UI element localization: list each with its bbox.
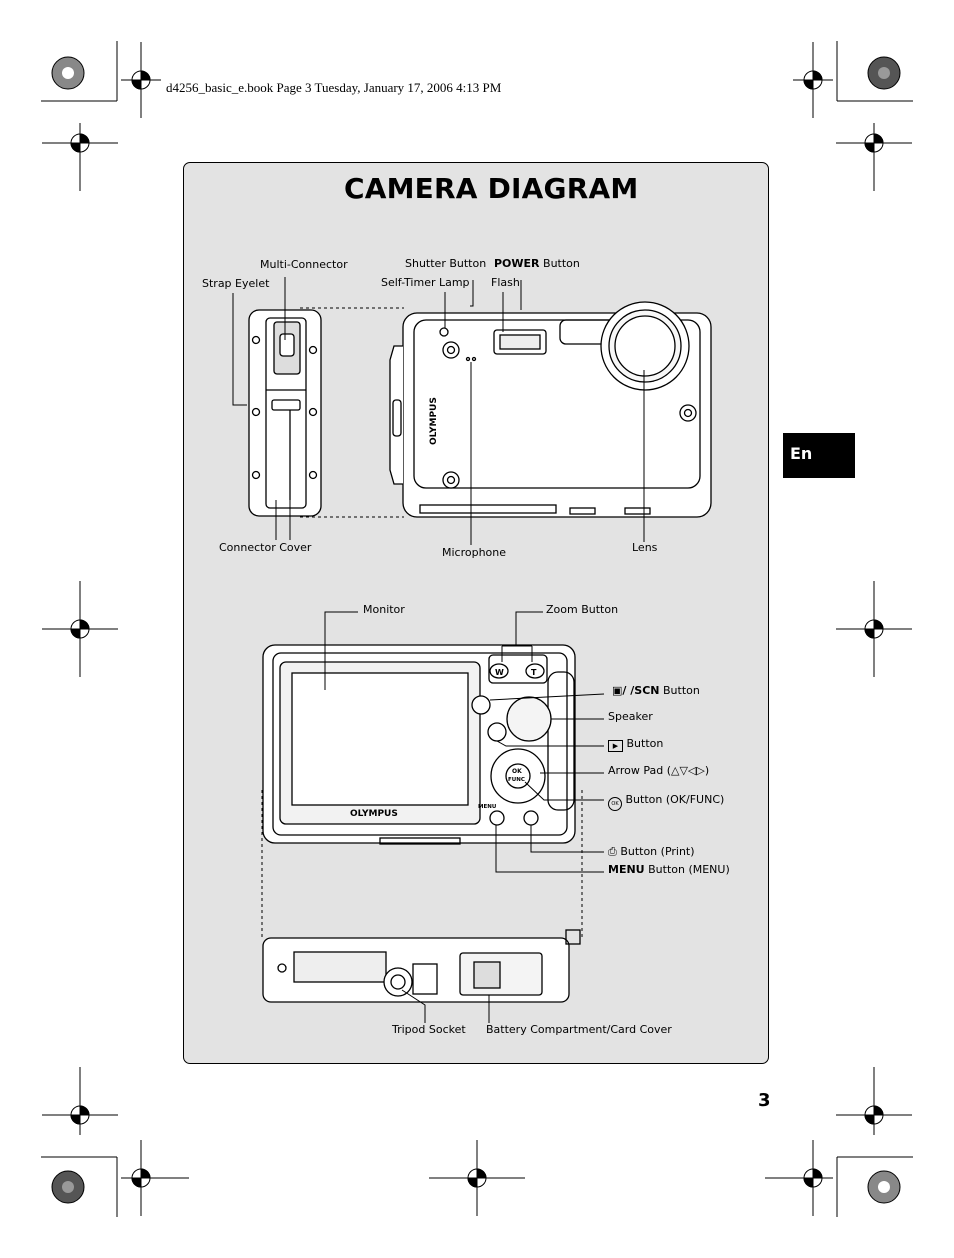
camera-bottom-view bbox=[262, 929, 581, 1003]
leader-lines bbox=[232, 277, 645, 1023]
menu-small-label: MENU bbox=[478, 804, 496, 810]
zoom-w-label: W bbox=[495, 668, 504, 677]
label-monitor: Monitor bbox=[363, 603, 405, 616]
file-info-header: d4256_basic_e.book Page 3 Tuesday, Janua… bbox=[166, 80, 502, 95]
menu-text: Button (MENU) bbox=[648, 863, 730, 876]
star-targets bbox=[51, 56, 901, 1204]
ok-func-text: Button (OK/FUNC) bbox=[625, 793, 725, 806]
power-word: POWER bbox=[494, 257, 540, 270]
print-text: Button (Print) bbox=[620, 845, 695, 858]
power-suffix: Button bbox=[543, 257, 580, 270]
label-lens: Lens bbox=[632, 541, 658, 554]
label-ok-func-button: OK Button (OK/FUNC) bbox=[608, 793, 724, 811]
registration-marks bbox=[42, 42, 912, 1216]
ok-icon: OK bbox=[608, 797, 622, 811]
shooting-icons-text: / /SCN bbox=[622, 684, 660, 697]
playback-suffix: Button bbox=[626, 737, 664, 750]
label-self-timer-lamp: Self-Timer Lamp bbox=[381, 276, 470, 289]
label-zoom-button: Zoom Button bbox=[546, 603, 619, 616]
label-speaker: Speaker bbox=[608, 710, 653, 723]
print-icon: ⎙ bbox=[608, 845, 617, 858]
label-menu-button: MENU Button (MENU) bbox=[608, 863, 730, 877]
ok-label: OK bbox=[512, 768, 522, 775]
page-title: CAMERA DIAGRAM bbox=[344, 172, 639, 205]
label-multi-connector: Multi-Connector bbox=[260, 258, 348, 271]
label-tripod-socket: Tripod Socket bbox=[392, 1023, 466, 1036]
label-battery-cover: Battery Compartment/Card Cover bbox=[486, 1023, 672, 1036]
arrow-pad-text: Arrow Pad ( bbox=[608, 764, 672, 777]
label-flash: Flash bbox=[491, 276, 520, 289]
label-shooting-button: ▣/ /SCN Button bbox=[612, 684, 700, 698]
shooting-suffix: Button bbox=[662, 684, 700, 697]
label-microphone: Microphone bbox=[442, 546, 507, 559]
label-arrow-pad: Arrow Pad (△▽◁▷) bbox=[608, 764, 709, 778]
page-number: 3 bbox=[758, 1090, 771, 1111]
playback-icon: ▶ bbox=[608, 740, 623, 752]
camera-side-view bbox=[248, 309, 322, 517]
arrow-pad-close: ) bbox=[704, 764, 710, 777]
camera-back-view bbox=[262, 644, 576, 845]
menu-word: MENU bbox=[608, 863, 645, 876]
label-strap-eyelet: Strap Eyelet bbox=[202, 277, 270, 290]
func-label: FUNC bbox=[508, 777, 525, 783]
label-connector-cover: Connector Cover bbox=[219, 541, 312, 554]
arrow-pad-icons: △▽◁▷ bbox=[671, 764, 705, 777]
back-brand-logo: OLYMPUS bbox=[350, 809, 398, 819]
label-playback-button: ▶ Button bbox=[608, 737, 663, 752]
zoom-t-label: T bbox=[531, 668, 537, 677]
label-shutter-button: Shutter Button bbox=[405, 257, 487, 270]
camera-front-view bbox=[389, 301, 712, 518]
label-print-button: ⎙ Button (Print) bbox=[608, 845, 695, 859]
language-tab: En bbox=[783, 433, 855, 478]
front-brand-logo: OLYMPUS bbox=[429, 397, 439, 445]
label-power-button: POWER Button bbox=[494, 257, 580, 271]
camera-icon: ▣ bbox=[612, 684, 623, 697]
